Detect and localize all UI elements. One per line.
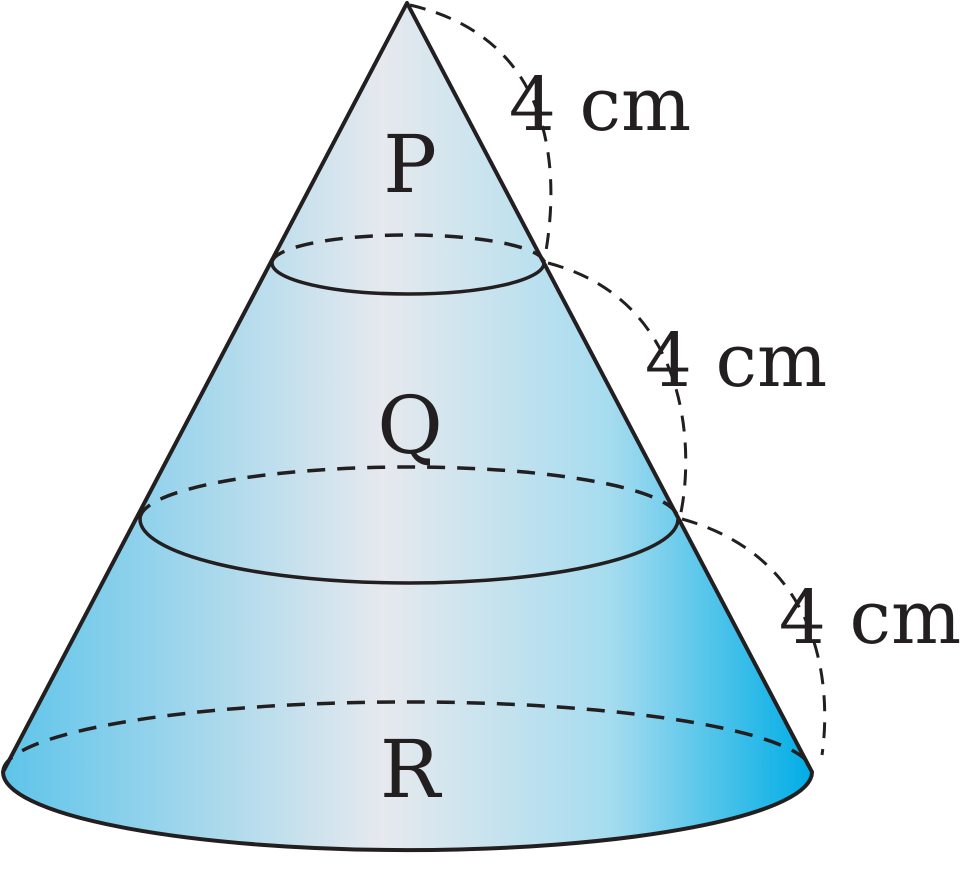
cross-section-1-front	[270, 262, 546, 296]
measurement-label-1: 4 cm	[509, 62, 691, 148]
cone-body	[1, 1, 814, 853]
measurement-label-2: 4 cm	[645, 318, 827, 404]
section-label-p: P	[383, 118, 437, 211]
dimension-arc-3	[681, 517, 827, 756]
section-label-q: Q	[377, 379, 443, 472]
dimension-arc-1	[409, 3, 553, 263]
base-back	[1, 700, 814, 773]
measurement-label-3: 4 cm	[779, 575, 961, 661]
cross-section-2-back	[138, 465, 680, 520]
section-label-r: R	[380, 723, 443, 816]
cross-section-2-front	[138, 518, 680, 585]
dimension-arc-2	[547, 261, 688, 518]
